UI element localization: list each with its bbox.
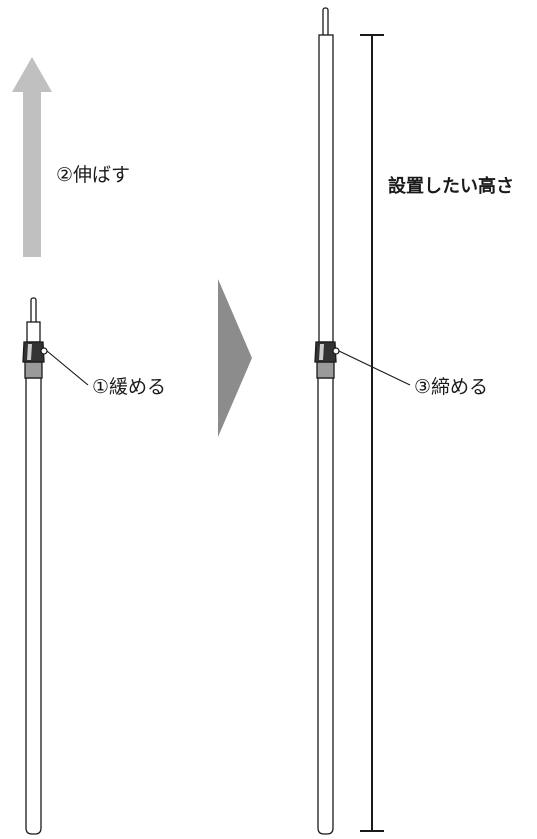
right-lock-knob <box>332 347 340 355</box>
left-pole-inner-tube <box>26 321 41 343</box>
left-lock-knob <box>40 347 48 355</box>
right-pole-main-tube <box>317 377 334 835</box>
right-pole-band <box>316 361 335 379</box>
right-pole-inner-tube <box>318 34 334 343</box>
left-pole <box>22 297 45 835</box>
target-height-label: 設置したい高さ <box>388 176 514 197</box>
right-pole-tip <box>322 7 329 39</box>
left-pole-tip <box>30 297 37 325</box>
step3-label: ③締める <box>414 376 489 398</box>
height-dimension-bracket <box>360 34 384 832</box>
step3-leader-line <box>338 350 411 386</box>
extend-arrow <box>12 57 52 257</box>
step1-label: ①緩める <box>92 376 167 398</box>
right-pole <box>314 7 337 835</box>
step1-leader-line <box>46 350 89 386</box>
step2-label: ②伸ばす <box>56 164 131 186</box>
next-step-arrow <box>218 279 252 437</box>
left-pole-band <box>24 361 43 379</box>
left-pole-main-tube <box>25 377 42 835</box>
